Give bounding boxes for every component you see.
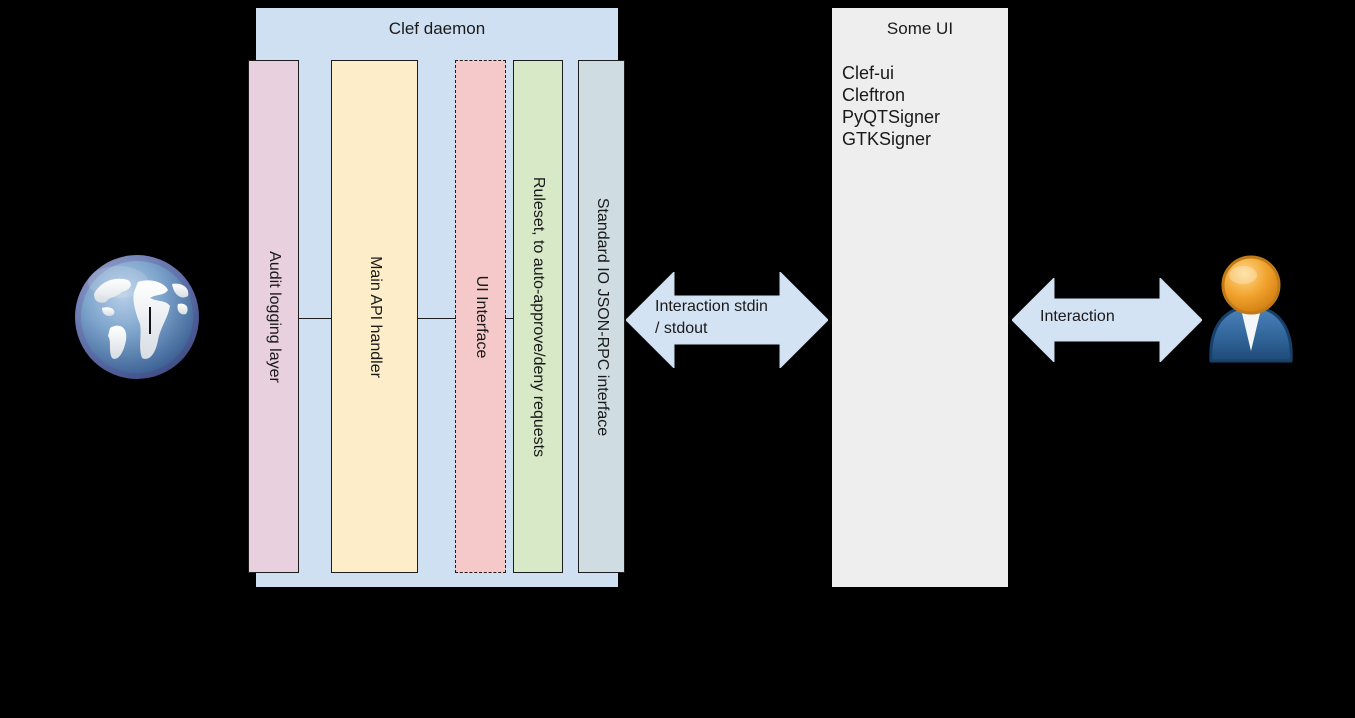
stdio-arrow-label: Interaction stdin / stdout (655, 298, 768, 337)
some-ui-container[interactable] (832, 8, 1008, 587)
connector-api-to-ui-interface (417, 318, 456, 319)
box-ui-interface[interactable]: UI Interface (455, 60, 506, 573)
box-main-api-handler-label: Main API handler (366, 255, 384, 378)
globe-icon (72, 252, 202, 382)
stdio-double-arrow (626, 272, 828, 368)
user-arrow-label: Interaction (1040, 308, 1115, 325)
clef-daemon-container[interactable] (256, 8, 618, 587)
double-arrow-icon (626, 272, 828, 368)
connector-audit-to-api (298, 318, 332, 319)
user-double-arrow (1012, 278, 1202, 362)
list-item: PyQTSigner (842, 107, 941, 127)
clef-daemon-title: Clef daemon (388, 19, 486, 38)
connector-ui-interface-to-ruleset (505, 318, 514, 319)
double-arrow-icon (1012, 278, 1202, 362)
list-item: GTKSigner (842, 129, 932, 149)
box-ruleset-label: Ruleset, to auto-approve/deny requests (530, 176, 547, 457)
box-audit-logging-layer[interactable]: Audit logging layer (248, 60, 299, 573)
some-ui-title: Some UI (886, 19, 954, 38)
user-icon (1203, 253, 1299, 365)
list-item: Cleftron (842, 85, 906, 105)
box-ui-interface-label: UI Interface (472, 275, 490, 358)
box-audit-logging-layer-label: Audit logging layer (265, 250, 283, 383)
list-item: Clef-ui (842, 63, 895, 83)
box-ruleset[interactable]: Ruleset, to auto-approve/deny requests (513, 60, 563, 573)
some-ui-list: Clef-ui Cleftron PyQTSigner GTKSigner (842, 62, 1002, 150)
box-standard-io-jsonrpc-label: Standard IO JSON-RPC interface (593, 197, 611, 436)
box-standard-io-jsonrpc[interactable]: Standard IO JSON-RPC interface (578, 60, 625, 573)
box-main-api-handler[interactable]: Main API handler (331, 60, 418, 573)
